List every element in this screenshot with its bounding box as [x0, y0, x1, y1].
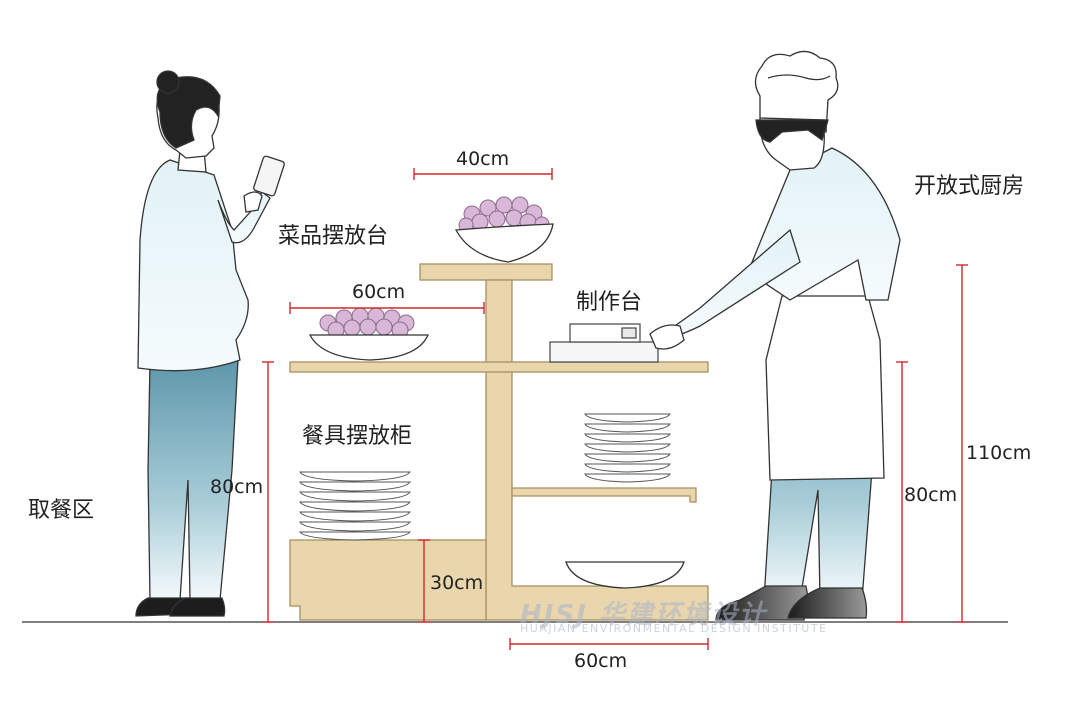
dim-total-height: 110cm — [966, 442, 1032, 464]
bowl-shelf — [308, 307, 429, 361]
bowl-top — [454, 196, 554, 263]
dim-cabinet-height: 30cm — [430, 572, 484, 594]
watermark-subtitle: HUAJIAN ENVIRONMENTAL DESIGN INSTITUTE — [520, 622, 828, 635]
dish-display-top — [419, 263, 553, 281]
plate-stack-right — [584, 413, 671, 483]
dim-counter-height-right: 80cm — [904, 484, 958, 506]
customer-figure — [135, 70, 285, 617]
dim-base-width: 60cm — [574, 650, 628, 672]
watermark-logo: HJSJ 华建环境设计 — [520, 600, 767, 630]
lower-shelf — [511, 487, 697, 503]
dimension-lines — [262, 168, 968, 650]
label-open-kitchen: 开放式厨房 — [914, 174, 1025, 199]
label-dish-display: 菜品摆放台 — [278, 224, 389, 249]
dim-top-width: 40cm — [456, 148, 510, 170]
prep-machine — [549, 323, 659, 363]
tableware-cabinet — [289, 539, 487, 621]
label-tableware-cabinet: 餐具摆放柜 — [302, 424, 413, 449]
label-pickup-area: 取餐区 — [28, 498, 95, 523]
chef-figure — [649, 50, 901, 621]
label-prep-table: 制作台 — [576, 290, 643, 315]
counter-structure — [289, 263, 709, 621]
bowl-base — [565, 561, 685, 589]
plate-stack-left — [299, 471, 411, 541]
counter-shelf — [289, 361, 709, 373]
dim-counter-height-left: 80cm — [210, 476, 264, 498]
dim-shelf-width: 60cm — [352, 281, 406, 303]
